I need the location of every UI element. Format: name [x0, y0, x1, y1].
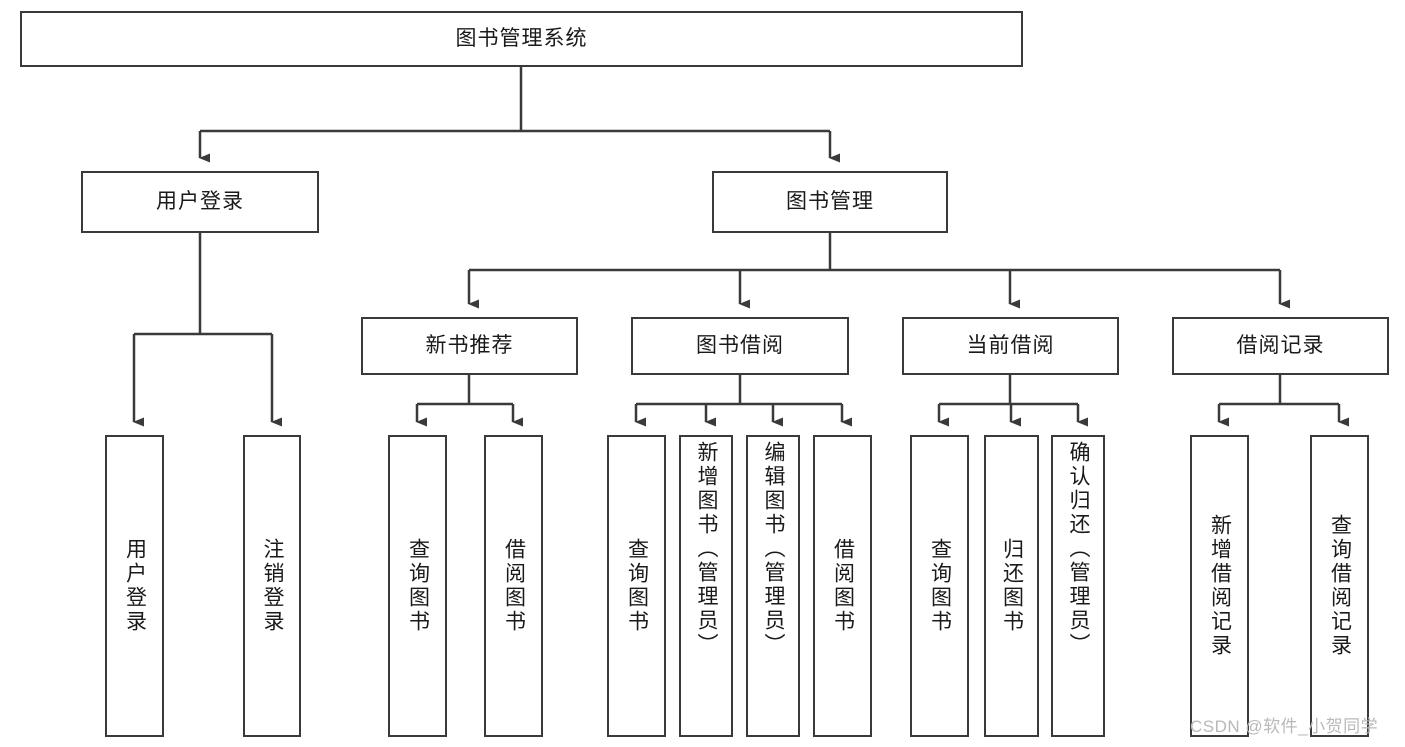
node-book-manage[interactable]: 图书管理 [712, 171, 948, 233]
node-leaf-query-book-1[interactable]: 查询图书 [388, 435, 447, 737]
node-borrow-record-label: 借阅记录 [1236, 334, 1325, 358]
node-book-borrow-label: 图书借阅 [696, 334, 784, 358]
node-leaf-borrow-book-1-label: 借阅图书 [502, 538, 526, 634]
node-leaf-logout[interactable]: 注销登录 [243, 435, 301, 737]
node-leaf-confirm-return[interactable]: 确认归还（管理员） [1051, 435, 1105, 737]
node-leaf-confirm-return-label: 确认归还（管理员） [1067, 441, 1090, 657]
node-leaf-query-book-3-label: 查询图书 [928, 538, 952, 634]
node-leaf-borrow-book-1[interactable]: 借阅图书 [484, 435, 543, 737]
node-new-book-rec-label: 新书推荐 [425, 334, 514, 358]
node-user-login[interactable]: 用户登录 [81, 171, 319, 233]
node-leaf-add-record[interactable]: 新增借阅记录 [1190, 435, 1249, 737]
node-current-borrow[interactable]: 当前借阅 [902, 317, 1119, 375]
node-leaf-query-book-2[interactable]: 查询图书 [607, 435, 666, 737]
node-leaf-logout-label: 注销登录 [261, 538, 284, 634]
watermark-text: CSDN @软件_小贺同学 [1190, 717, 1379, 736]
node-root[interactable]: 图书管理系统 [20, 11, 1023, 67]
node-user-login-label: 用户登录 [156, 190, 244, 214]
node-leaf-borrow-book-2[interactable]: 借阅图书 [813, 435, 872, 737]
node-leaf-add-book[interactable]: 新增图书（管理员） [679, 435, 733, 737]
node-leaf-add-record-label: 新增借阅记录 [1208, 514, 1232, 658]
node-leaf-edit-book-label: 编辑图书（管理员） [762, 441, 785, 657]
node-book-borrow[interactable]: 图书借阅 [631, 317, 849, 375]
node-borrow-record[interactable]: 借阅记录 [1172, 317, 1389, 375]
node-book-manage-label: 图书管理 [786, 190, 874, 214]
node-leaf-add-book-label: 新增图书（管理员） [695, 441, 718, 657]
node-leaf-edit-book[interactable]: 编辑图书（管理员） [746, 435, 800, 737]
node-leaf-return-book[interactable]: 归还图书 [984, 435, 1039, 737]
node-root-label: 图书管理系统 [455, 27, 588, 51]
node-leaf-return-book-label: 归还图书 [1000, 538, 1024, 634]
node-current-borrow-label: 当前借阅 [966, 334, 1055, 358]
node-leaf-query-book-1-label: 查询图书 [406, 538, 430, 634]
node-leaf-user-login[interactable]: 用户登录 [105, 435, 164, 737]
node-leaf-borrow-book-2-label: 借阅图书 [831, 538, 855, 634]
node-new-book-rec[interactable]: 新书推荐 [361, 317, 578, 375]
node-leaf-query-record-label: 查询借阅记录 [1328, 514, 1352, 658]
node-leaf-user-login-label: 用户登录 [123, 538, 147, 634]
node-leaf-query-book-3[interactable]: 查询图书 [910, 435, 969, 737]
node-leaf-query-book-2-label: 查询图书 [625, 538, 649, 634]
node-leaf-query-record[interactable]: 查询借阅记录 [1310, 435, 1369, 737]
